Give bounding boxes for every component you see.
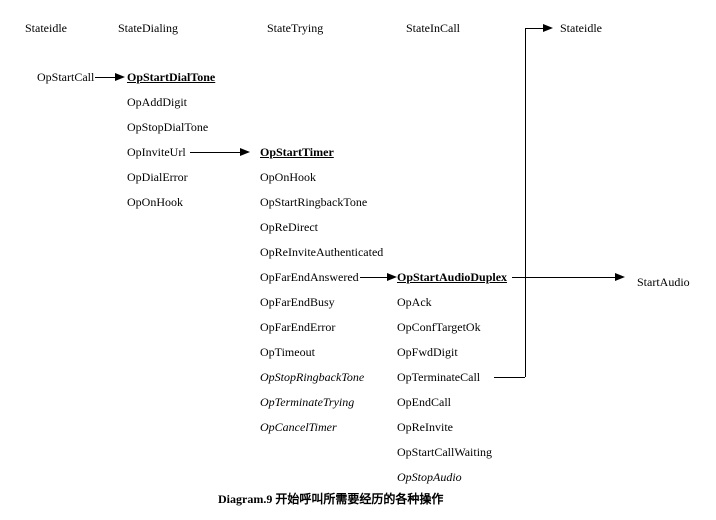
arrow-line: [525, 28, 543, 29]
op-conf-target-ok: OpConfTargetOk: [397, 320, 481, 334]
arrow-right-icon: [543, 24, 553, 32]
op-dial-error: OpDialError: [127, 170, 188, 184]
arrow-line: [512, 277, 615, 278]
op-far-end-busy: OpFarEndBusy: [260, 295, 335, 309]
op-on-hook: OpOnHook: [260, 170, 316, 184]
state-header-dialing: StateDialing: [118, 21, 178, 35]
arrow-right-icon: [387, 273, 397, 281]
state-trying-operations: OpStartTimer OpOnHook OpStartRingbackTon…: [260, 145, 383, 445]
arrow-line: [95, 77, 115, 78]
arrow-right-icon: [615, 273, 625, 281]
op-start-audio-duplex: OpStartAudioDuplex: [397, 270, 508, 284]
op-terminate-trying: OpTerminateTrying: [260, 395, 355, 409]
diagram-caption: Diagram.9 开始呼叫所需要经历的各种操作: [218, 492, 444, 506]
state-dialing-operations: OpStartDialTone OpAddDigit OpStopDialTon…: [127, 70, 215, 220]
op-start-ringback-tone: OpStartRingbackTone: [260, 195, 368, 209]
state-incall-operations: OpStartAudioDuplex OpAck OpConfTargetOk …: [397, 270, 507, 495]
state-header-idle-right: Stateidle: [560, 21, 602, 35]
op-stop-dial-tone: OpStopDialTone: [127, 120, 209, 134]
op-start-dial-tone: OpStartDialTone: [127, 70, 216, 84]
op-ack: OpAck: [397, 295, 432, 309]
op-on-hook: OpOnHook: [127, 195, 183, 209]
op-invite-url: OpInviteUrl: [127, 145, 186, 159]
state-header-incall: StateInCall: [406, 21, 460, 35]
connector-opterminatecall-line: [494, 377, 525, 378]
result-start-audio: StartAudio: [637, 275, 690, 289]
op-terminate-call: OpTerminateCall: [397, 370, 481, 384]
op-stop-ringback-tone: OpStopRingbackTone: [260, 370, 365, 384]
arrow-line: [360, 277, 387, 278]
op-fwd-digit: OpFwdDigit: [397, 345, 458, 359]
op-far-end-answered: OpFarEndAnswered: [260, 270, 359, 284]
op-timeout: OpTimeout: [260, 345, 315, 359]
op-reinvite: OpReInvite: [397, 420, 453, 434]
op-start-timer: OpStartTimer: [260, 145, 334, 159]
trigger-op-start-call: OpStartCall: [37, 70, 95, 84]
op-cancel-timer: OpCancelTimer: [260, 420, 337, 434]
arrow-line: [190, 152, 240, 153]
op-add-digit: OpAddDigit: [127, 95, 187, 109]
op-redirect: OpReDirect: [260, 220, 318, 234]
op-reinvite-authenticated: OpReInviteAuthenticated: [260, 245, 384, 259]
state-header-trying: StateTrying: [267, 21, 324, 35]
state-header-idle-left: Stateidle: [25, 21, 67, 35]
op-end-call: OpEndCall: [397, 395, 451, 409]
connector-return-vertical-line: [525, 28, 526, 377]
arrow-right-icon: [115, 73, 125, 81]
op-far-end-error: OpFarEndError: [260, 320, 336, 334]
arrow-right-icon: [240, 148, 250, 156]
op-stop-audio: OpStopAudio: [397, 470, 462, 484]
op-start-call-waiting: OpStartCallWaiting: [397, 445, 493, 459]
